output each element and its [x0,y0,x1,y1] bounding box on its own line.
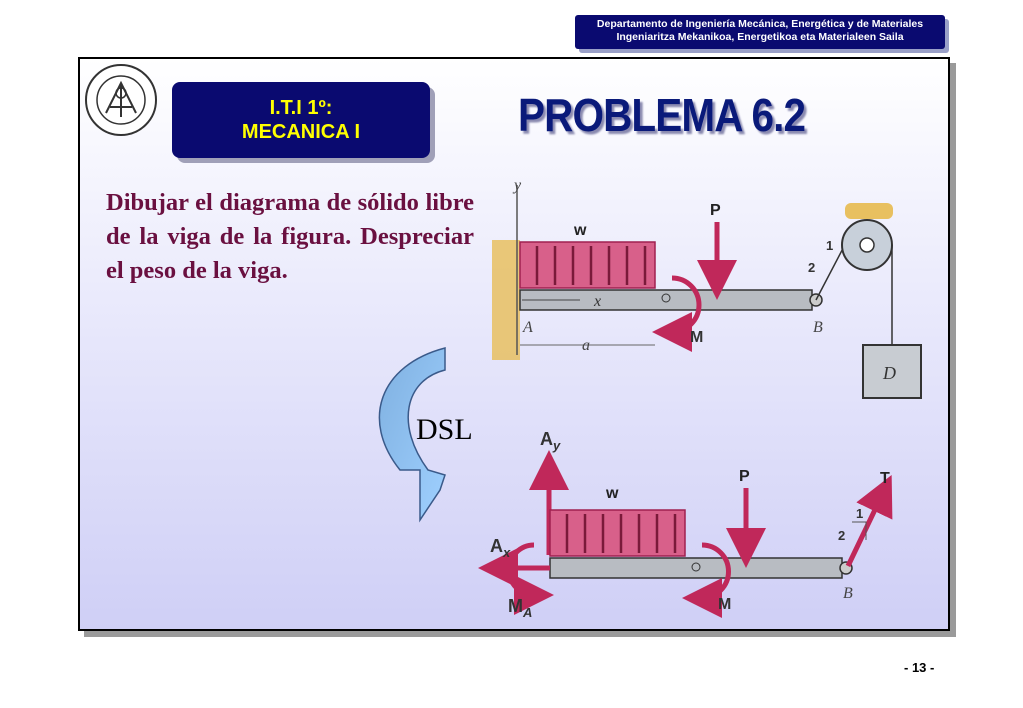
fbd-distributed-load [549,509,686,557]
label-ay: Ay [540,429,561,453]
label-ma: MA [508,596,532,620]
course-line-2: MECANICA I [241,121,361,143]
label-top-slope-2: 2 [808,260,815,275]
label-a-point: A [522,319,533,336]
label-fbd-w: w [605,485,619,502]
label-a-dim: a [582,337,590,354]
block-d [862,344,922,399]
label-y: y [512,177,522,194]
label-fbd-p: P [739,468,750,485]
page-title: PROBLEMA 6.2 [518,89,806,141]
label-m: M [690,329,703,346]
dsl-label: DSL [416,413,473,446]
label-p: P [710,202,721,219]
dsl-curved-arrow [378,347,446,523]
label-top-slope-1: 1 [826,238,833,253]
label-t: T [880,470,890,487]
label-d: D [882,363,896,383]
course-badge: I.T.I 1º: MECANICA I [172,82,430,158]
department-banner: Departamento de Ingeniería Mecánica, Ene… [575,15,945,49]
department-line-2: Ingeniaritza Mekanikoa, Energetikoa eta … [616,31,904,43]
label-bottom-slope-2: 2 [838,528,845,543]
label-ax: Ax [490,536,511,560]
label-w: w [573,222,587,239]
top-figure: y w x P M A a B 1 2 [492,177,922,399]
fbd-beam [549,557,843,579]
bottom-figure: Ay w Ax MA P M B T 1 2 [478,429,893,620]
distributed-load [519,241,656,289]
page-number: - 13 - [904,660,935,675]
label-bottom-slope-1: 1 [856,506,863,521]
label-fbd-m: M [718,596,731,613]
label-b: B [813,319,823,336]
label-x: x [593,293,601,310]
course-line-1: I.T.I 1º: [269,97,333,119]
problem-statement: Dibujar el diagrama de sólido libre de l… [106,189,474,284]
label-fbd-b: B [843,585,853,602]
university-logo [85,64,157,136]
department-line-1: Departamento de Ingeniería Mecánica, Ene… [596,18,924,30]
wall [492,240,520,360]
